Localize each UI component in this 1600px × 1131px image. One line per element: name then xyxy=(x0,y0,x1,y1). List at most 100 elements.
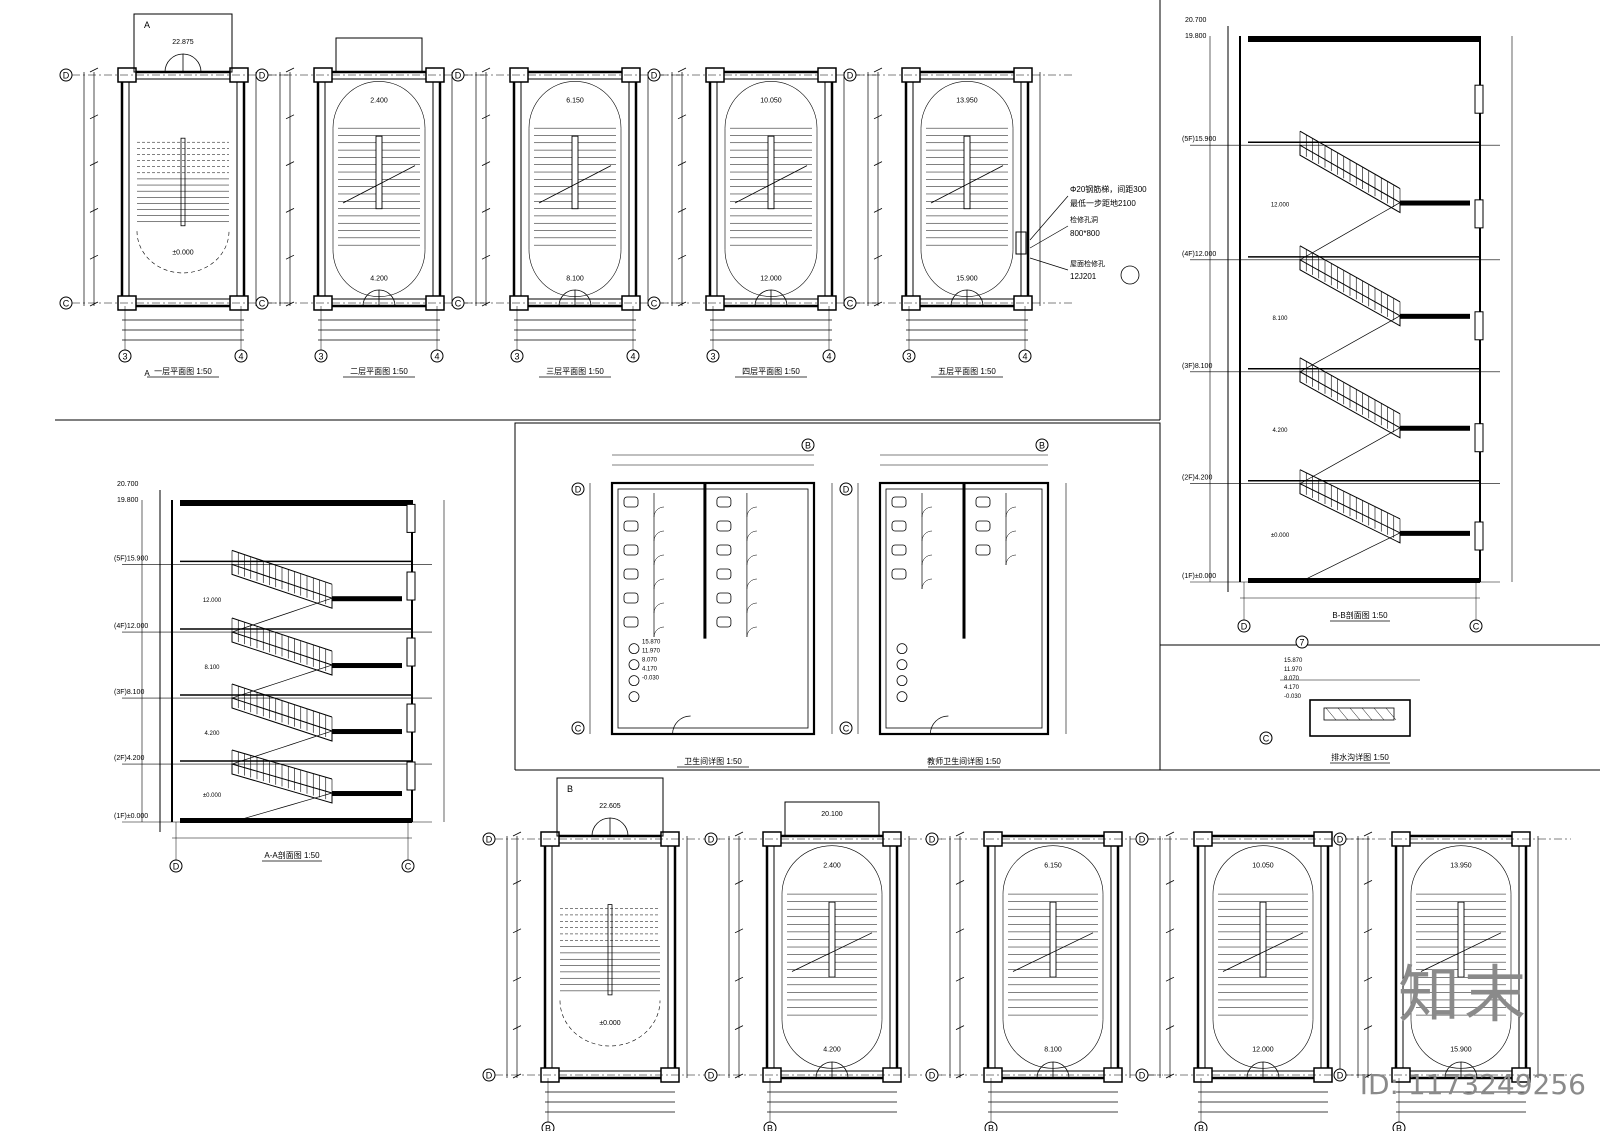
landing-level: 8.100 xyxy=(204,665,220,671)
sink xyxy=(628,659,640,671)
axis-bottom-label: C xyxy=(455,299,462,309)
stall-door xyxy=(746,578,757,590)
toilet-fixture xyxy=(891,568,907,580)
toilet-fixture xyxy=(975,496,991,508)
window xyxy=(406,637,416,667)
sink xyxy=(896,675,908,687)
dim-tick xyxy=(677,301,687,307)
level-roof: 19.800 xyxy=(117,497,139,504)
landing xyxy=(1400,313,1470,319)
axis-b-label: B xyxy=(767,1124,773,1131)
section-title: B-B剖面图 1:50 xyxy=(1332,610,1388,620)
axis-bottom-label: C xyxy=(575,724,582,734)
axis-top-label: D xyxy=(63,71,70,81)
toilet-fixture xyxy=(975,544,991,556)
bottom-level: ±0.000 xyxy=(172,250,193,257)
axis-bottom-circle xyxy=(925,1068,939,1082)
axis-bottom-circle xyxy=(704,1068,718,1082)
dim-tick xyxy=(734,831,744,837)
door-swing-r xyxy=(770,289,788,307)
flight-lower xyxy=(1299,427,1401,485)
floor-mark: (3F)8.100 xyxy=(1182,363,1212,370)
floor-mark: (4F)12.000 xyxy=(114,623,148,630)
axis-top-circle xyxy=(1135,832,1149,846)
note-hatch-size: 800*800 xyxy=(1070,229,1100,238)
ground-slab xyxy=(1248,578,1480,583)
door-swing-l xyxy=(754,289,772,307)
dim-tick xyxy=(1165,831,1175,837)
flight-lower xyxy=(231,597,333,633)
note-roof-hatch: 屋面检修孔 xyxy=(1070,259,1105,268)
dim-tick xyxy=(955,976,965,982)
landing xyxy=(332,596,402,602)
axis-bottom-label: D xyxy=(1337,1071,1344,1081)
wall-inner xyxy=(551,842,669,1072)
door-swing-l xyxy=(1246,1061,1264,1079)
landing-arc xyxy=(559,1000,661,1047)
axis-top-label: D xyxy=(486,835,493,845)
ground-slab xyxy=(180,818,412,823)
floor-mark: (1F)±0.000 xyxy=(1182,573,1216,580)
window xyxy=(1474,199,1484,229)
window xyxy=(406,571,416,601)
window xyxy=(406,503,416,533)
bottom-level: 15.900 xyxy=(956,275,978,282)
handrail-center xyxy=(180,137,186,227)
bottom-level: ±0.000 xyxy=(599,1020,620,1027)
toilet-fixture xyxy=(623,592,639,604)
axis-b-circle xyxy=(1035,438,1049,452)
dim-tick xyxy=(1165,976,1175,982)
handrail xyxy=(1299,357,1401,415)
stall-door xyxy=(746,530,757,542)
dim-tick xyxy=(1363,880,1373,885)
floor-mark: (5F)15.900 xyxy=(114,555,148,562)
door-swing-r xyxy=(378,289,396,307)
axis-left-label: 3 xyxy=(906,352,911,362)
axis-right-circle xyxy=(234,349,248,363)
bottom-level: 12.000 xyxy=(1252,1046,1274,1053)
toilet-fixture xyxy=(623,616,639,628)
break-line xyxy=(734,165,808,204)
flight-lower xyxy=(231,792,333,823)
top-level: 10.050 xyxy=(760,97,782,104)
level-stack: -0.030 xyxy=(642,676,660,682)
axis-b-label: B xyxy=(545,1124,551,1131)
axis-bottom-circle xyxy=(1135,1068,1149,1082)
axis-right-label: 4 xyxy=(1022,352,1027,362)
sink xyxy=(628,691,640,703)
dim-tick xyxy=(1363,831,1373,837)
level-roof: 19.800 xyxy=(1185,33,1207,40)
toilet-fixture xyxy=(891,544,907,556)
hatch-box xyxy=(1015,231,1027,255)
landing xyxy=(332,663,402,669)
landing-arc xyxy=(136,231,230,274)
axis-top-label: D xyxy=(575,485,582,495)
landing xyxy=(1400,425,1470,431)
watermark-id: ID: 1173249256 xyxy=(1359,1068,1586,1101)
dim-tick xyxy=(481,114,491,120)
landing-level: 4.200 xyxy=(204,731,220,737)
stair-well xyxy=(1259,901,1267,978)
axis-bottom-circle xyxy=(482,1068,496,1082)
window xyxy=(1474,423,1484,453)
door-swing-l xyxy=(558,289,576,307)
axis-top-circle xyxy=(255,68,269,82)
oval-top xyxy=(920,81,1014,129)
dim-tick xyxy=(677,254,687,260)
toilet-fixture xyxy=(623,496,639,508)
axis-bottom-label: C xyxy=(843,724,850,734)
top-level: 13.950 xyxy=(1450,862,1472,869)
dim-tick xyxy=(481,67,491,73)
axis-left-circle xyxy=(1237,619,1251,633)
oval-top xyxy=(332,81,426,129)
axis-left-label: D xyxy=(1241,622,1248,632)
axis-b-label: B xyxy=(1039,441,1045,451)
sink xyxy=(896,691,908,703)
